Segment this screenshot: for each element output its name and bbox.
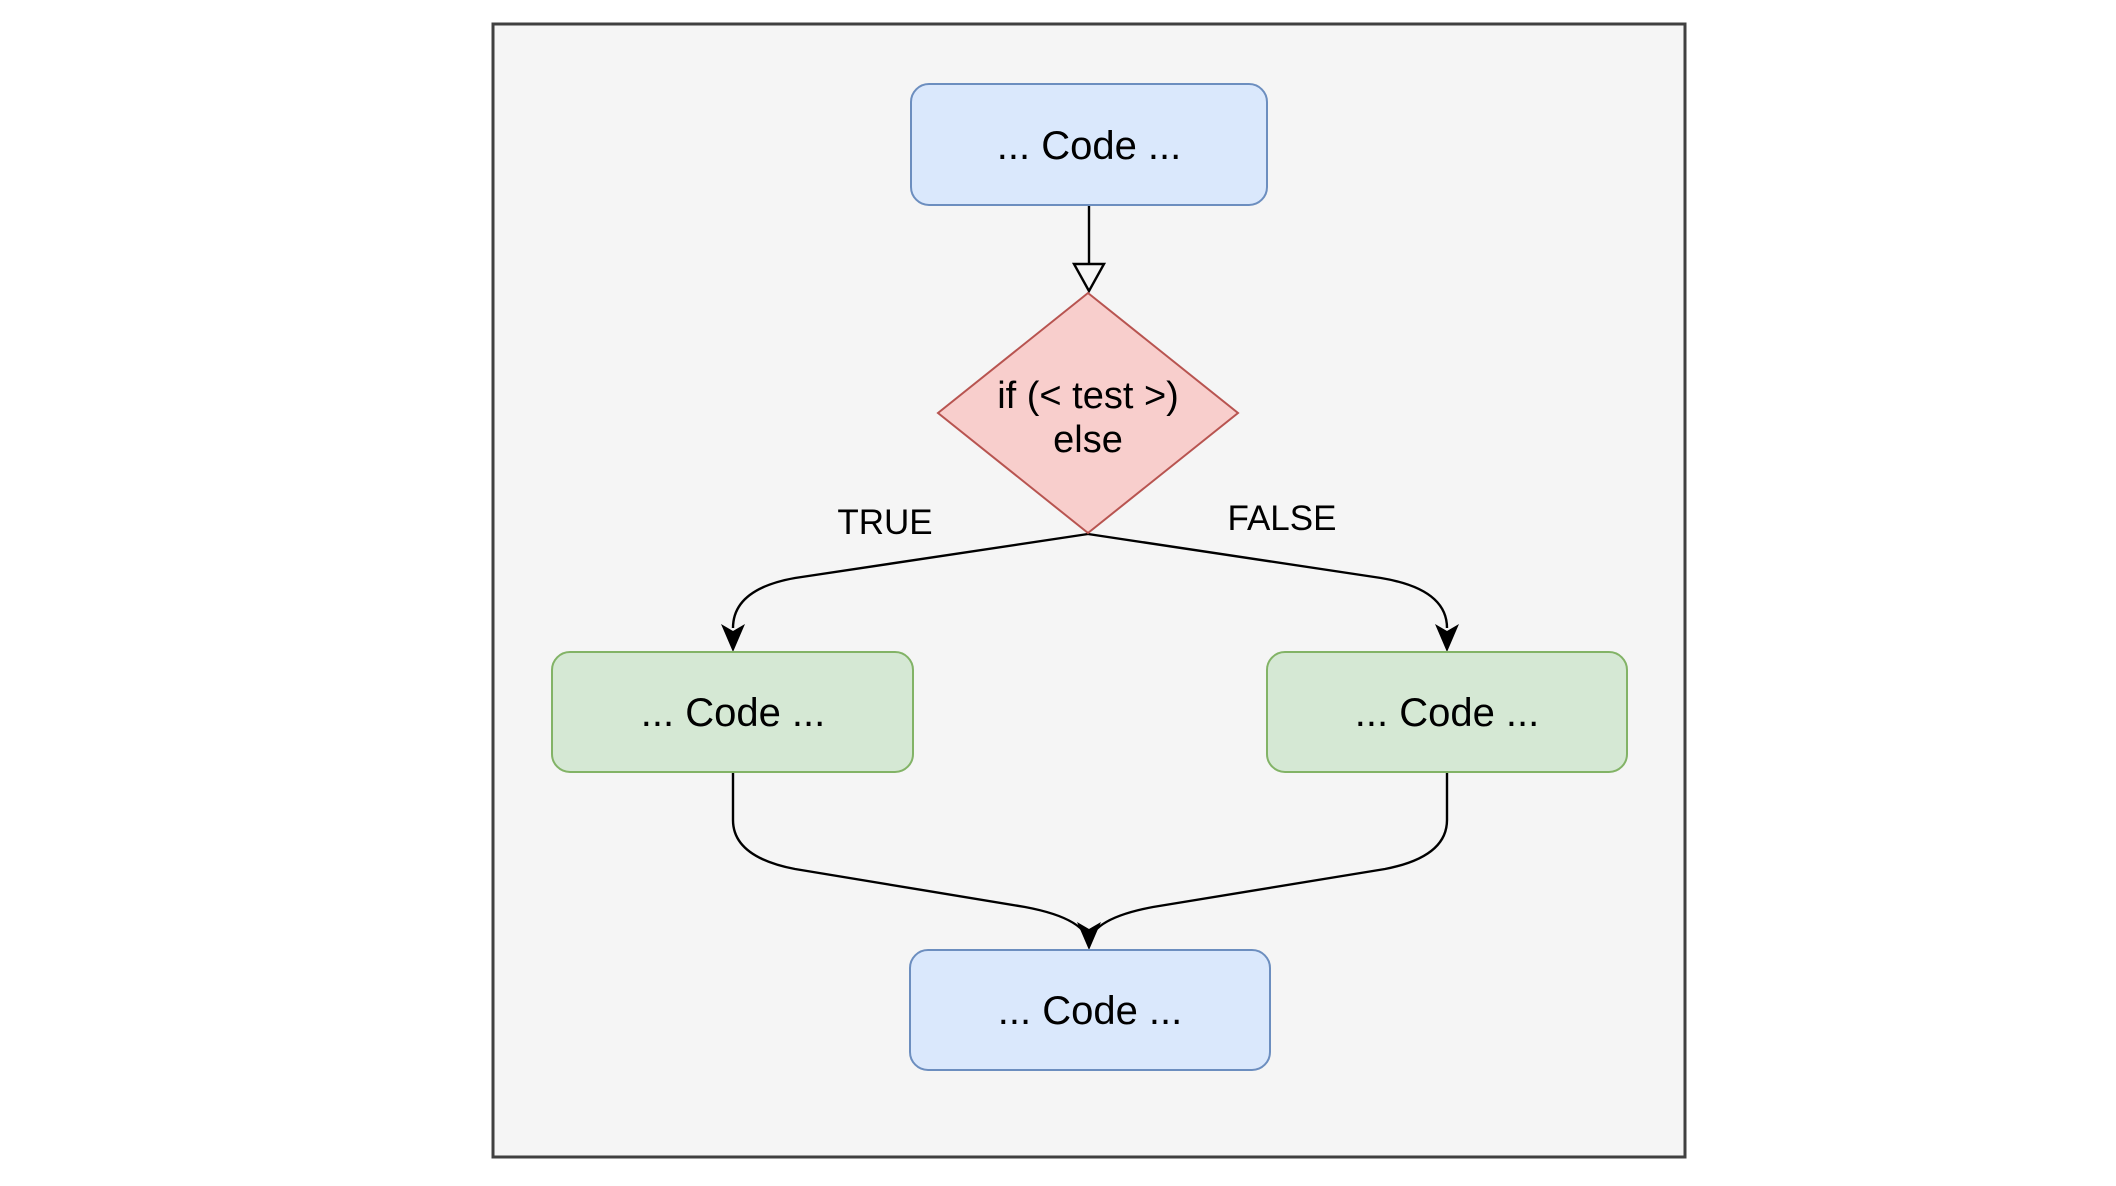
- end-code-label: ... Code ...: [998, 989, 1183, 1033]
- true-edge-label: TRUE: [837, 503, 932, 542]
- start-code-node: [910, 83, 1268, 206]
- false-code-label: ... Code ...: [1355, 691, 1540, 735]
- decision-label-line2: else: [1053, 419, 1123, 461]
- decision-label-line1: if (< test >): [997, 375, 1179, 417]
- false-code-node: [1266, 651, 1628, 773]
- edge-decision-to-false: [1087, 532, 1449, 629]
- true-code-label: ... Code ...: [641, 691, 826, 735]
- start-code-label: ... Code ...: [997, 124, 1182, 168]
- false-edge-label: FALSE: [1228, 499, 1337, 538]
- arrowhead-end-icon: [1077, 922, 1101, 950]
- true-code-node: [551, 651, 914, 773]
- arrowhead-true-icon: [721, 624, 745, 652]
- edge-decision-to-true: [731, 532, 1089, 629]
- arrowhead-false-icon: [1435, 624, 1459, 652]
- end-code-node: [909, 949, 1271, 1071]
- open-arrowhead-icon: [1071, 262, 1107, 294]
- decision-diamond-node: [936, 291, 1240, 535]
